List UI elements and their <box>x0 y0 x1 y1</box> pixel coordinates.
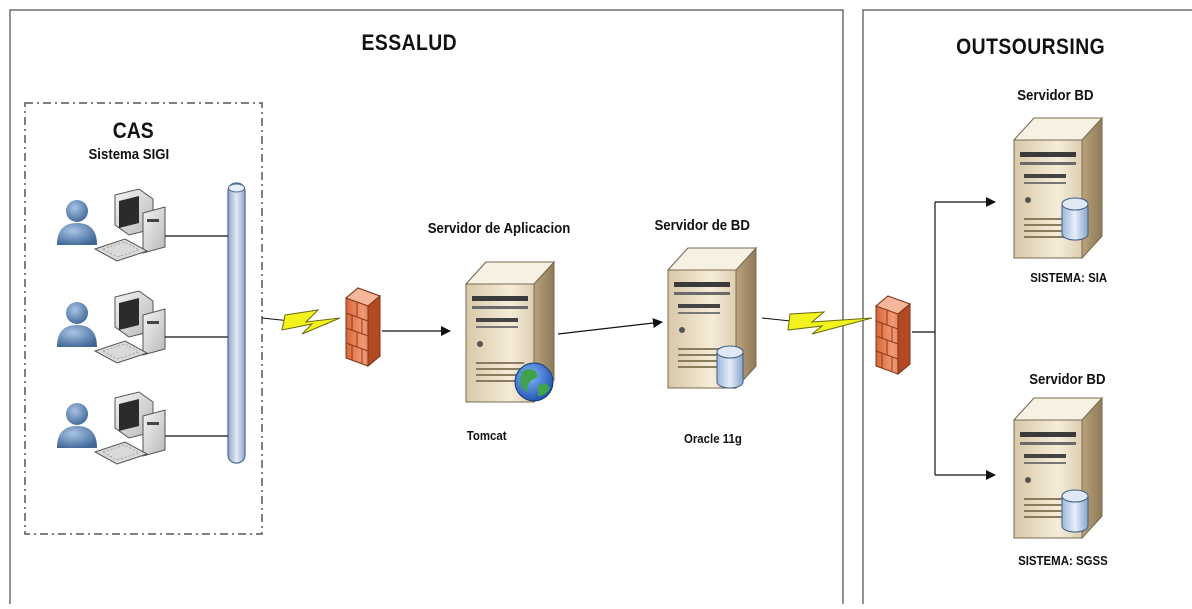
out-server-2-system: SISTEMA: SGSS <box>1018 553 1108 568</box>
cas-title: CAS <box>112 118 154 143</box>
workstation-2 <box>56 290 166 364</box>
out-server-2-label: Servidor BD <box>1029 371 1106 388</box>
database-icon <box>716 345 744 389</box>
firewall-essalud <box>345 287 381 367</box>
cas-subtitle: Sistema SIGI <box>88 146 170 163</box>
wan-link-2 <box>761 311 873 335</box>
essalud-frame <box>9 9 844 609</box>
connector-lines <box>382 197 996 480</box>
workstation-links <box>165 235 228 437</box>
network-bus <box>227 182 246 464</box>
out-server-2-database-icon <box>1061 489 1089 533</box>
out-server-1-system: SISTEMA: SIA <box>1030 270 1108 285</box>
out-server-1-icon <box>1013 117 1103 259</box>
firewall-outsourcing <box>875 295 911 375</box>
db-server-label: Servidor de BD <box>654 217 750 234</box>
db-server-software: Oracle 11g <box>683 431 742 446</box>
outsourcing-title: OUTSOURSING <box>956 34 1106 59</box>
essalud-title: ESSALUD <box>361 30 458 55</box>
outsourcing-frame <box>862 9 1192 609</box>
out-server-2-icon <box>1013 397 1103 539</box>
workstation-3 <box>56 391 166 465</box>
app-server-software: Tomcat <box>466 428 507 443</box>
app-server-label: Servidor de Aplicacion <box>427 220 571 237</box>
out-server-1-database-icon <box>1061 197 1089 241</box>
out-server-1-label: Servidor BD <box>1017 87 1094 104</box>
workstation-1 <box>56 188 166 262</box>
globe-icon <box>514 362 554 402</box>
wan-link-1 <box>261 309 341 335</box>
